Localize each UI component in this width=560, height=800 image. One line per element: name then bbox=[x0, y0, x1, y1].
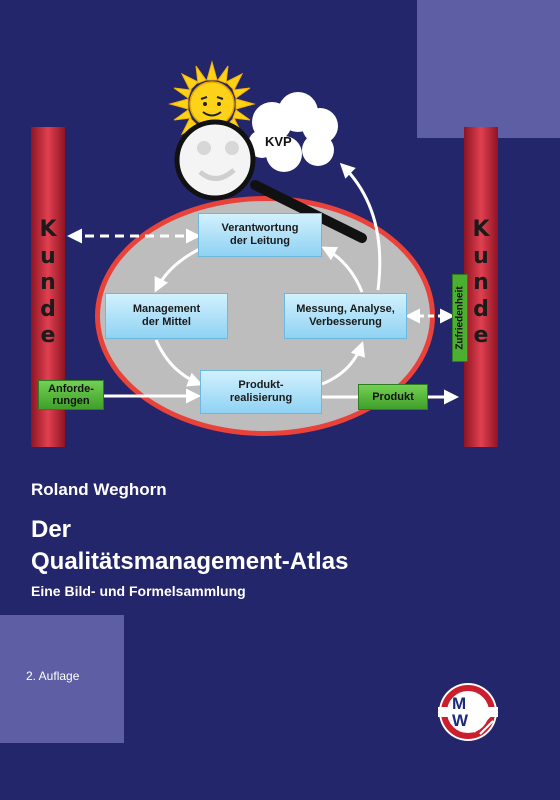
zufriedenheit-label: Zufriedenheit bbox=[454, 286, 466, 350]
author-name: Roland Weghorn bbox=[31, 480, 167, 499]
kunde-letter: d bbox=[473, 296, 489, 322]
book-subtitle: Eine Bild- und Formelsammlung bbox=[31, 583, 246, 599]
node-messung: Messung, Analyse, Verbesserung bbox=[284, 293, 407, 339]
kunde-label-right: K u n d e bbox=[464, 217, 498, 350]
kunde-label-left: K u n d e bbox=[31, 217, 65, 350]
magnifier-icon bbox=[174, 119, 367, 243]
arrow-messung-leitung bbox=[321, 246, 364, 293]
arrow-realisierung-messung bbox=[321, 341, 366, 386]
kunde-letter: u bbox=[473, 243, 489, 269]
svg-text:W: W bbox=[452, 711, 469, 730]
anforderungen-box: Anforde- rungen bbox=[38, 380, 104, 410]
kunde-letter: d bbox=[40, 296, 56, 322]
kvp-label: KVP bbox=[265, 134, 292, 149]
publisher-logo: M W bbox=[438, 683, 498, 741]
kunde-letter: K bbox=[472, 217, 490, 242]
kunde-letter: K bbox=[39, 217, 57, 242]
kunde-letter: e bbox=[40, 323, 56, 348]
zufriedenheit-box: Zufriedenheit bbox=[452, 274, 468, 362]
node-produktrealisierung: Produkt- realisierung bbox=[200, 370, 322, 414]
corner-panel-top-right bbox=[417, 0, 560, 138]
arrow-management-realisierung bbox=[154, 339, 203, 387]
corner-panel-bottom-left bbox=[0, 615, 124, 743]
kunde-letter: e bbox=[473, 323, 489, 348]
edition-label: 2. Auflage bbox=[26, 669, 80, 683]
node-verantwortung: Verantwortung der Leitung bbox=[198, 213, 322, 257]
book-title-line2: Qualitätsmanagement-Atlas bbox=[31, 548, 349, 575]
kunde-letter: n bbox=[473, 270, 489, 295]
customer-bar-right: K u n d e bbox=[464, 127, 498, 447]
node-management: Management der Mittel bbox=[105, 293, 228, 339]
arrow-kvp bbox=[339, 162, 382, 291]
cloud-icon bbox=[248, 92, 338, 172]
svg-text:M: M bbox=[452, 694, 466, 713]
kunde-letter: u bbox=[40, 243, 56, 269]
book-title-line1: Der bbox=[31, 516, 72, 543]
kunde-letter: n bbox=[40, 270, 56, 295]
produkt-box: Produkt bbox=[358, 384, 428, 410]
